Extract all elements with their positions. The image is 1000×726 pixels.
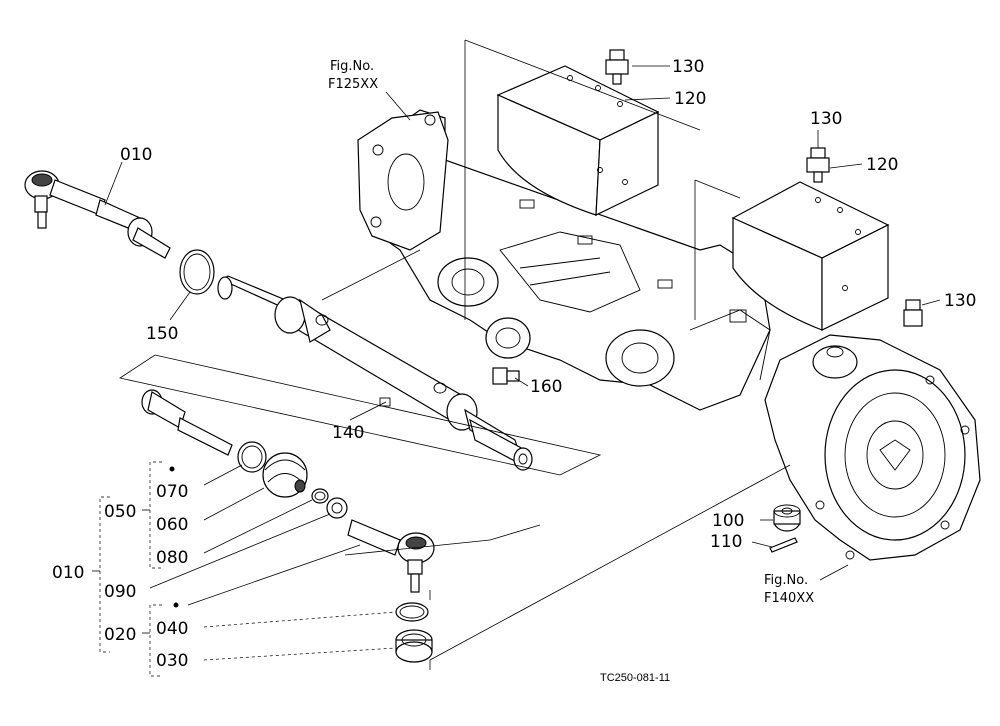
figure-ref-f140xx: Fig.No. F140XX: [764, 573, 814, 606]
tie-rod-070-inner: [141, 389, 233, 456]
bolt-130-c: [903, 299, 923, 327]
callout-090: 090: [104, 582, 136, 602]
o-ring-040: [395, 602, 429, 622]
tie-rod-010-top: [24, 170, 171, 259]
nut-100: [773, 504, 801, 532]
callout-080: 080: [156, 548, 188, 568]
dust-seal-030: [395, 629, 433, 663]
callout-030: 030: [156, 651, 188, 671]
callout-130-a: 130: [672, 57, 704, 77]
callout-150: 150: [146, 324, 178, 344]
bullet-dot: [173, 602, 179, 608]
bracket-lines: [92, 461, 179, 677]
callout-100: 100: [712, 511, 744, 531]
figure-ref-label: Fig.No.: [330, 59, 374, 74]
callout-050: 050: [104, 502, 136, 522]
assembly-frame-lines: [118, 39, 791, 670]
dust-cover-060: [262, 452, 308, 498]
callout-labels: 010 150 140 160 130 120 130 120 130 100 …: [52, 57, 976, 671]
callout-040: 040: [156, 619, 188, 639]
clip-080: [311, 488, 329, 504]
callout-110: 110: [710, 532, 742, 552]
callout-160: 160: [530, 377, 562, 397]
callout-140: 140: [332, 423, 364, 443]
bolt-130-a: [605, 49, 629, 85]
callout-010-top: 010: [120, 145, 152, 165]
bolt-130-b: [806, 147, 830, 183]
front-gear-case: [764, 334, 981, 561]
callout-070: 070: [156, 482, 188, 502]
callout-020: 020: [104, 625, 136, 645]
figure-ref-label: Fig.No.: [764, 573, 808, 588]
bolt-160: [492, 367, 520, 385]
figure-ref-f125xx: Fig.No. F125XX: [328, 59, 378, 92]
cover-120-left: [496, 65, 660, 216]
o-ring-070: [237, 441, 267, 473]
cover-120-right: [731, 181, 890, 331]
steering-cylinder-140: [217, 275, 533, 471]
callout-120-b: 120: [866, 155, 898, 175]
callout-130-c: 130: [944, 291, 976, 311]
split-pin-110: [769, 537, 798, 553]
leader-lines: [104, 65, 941, 661]
callout-130-b: 130: [810, 109, 842, 129]
bullet-dot: [169, 466, 175, 472]
figure-ref-number: F140XX: [764, 591, 814, 606]
figure-ref-number: F125XX: [328, 77, 378, 92]
callout-060: 060: [156, 515, 188, 535]
drawing-code: TC250-081-11: [600, 672, 670, 684]
callout-010-left: 010: [52, 563, 84, 583]
callout-120-a: 120: [674, 89, 706, 109]
nut-090: [326, 497, 348, 519]
snap-ring-150: [179, 249, 215, 295]
front-axle-housing: [357, 109, 771, 411]
tie-rod-end-020: [347, 519, 435, 593]
